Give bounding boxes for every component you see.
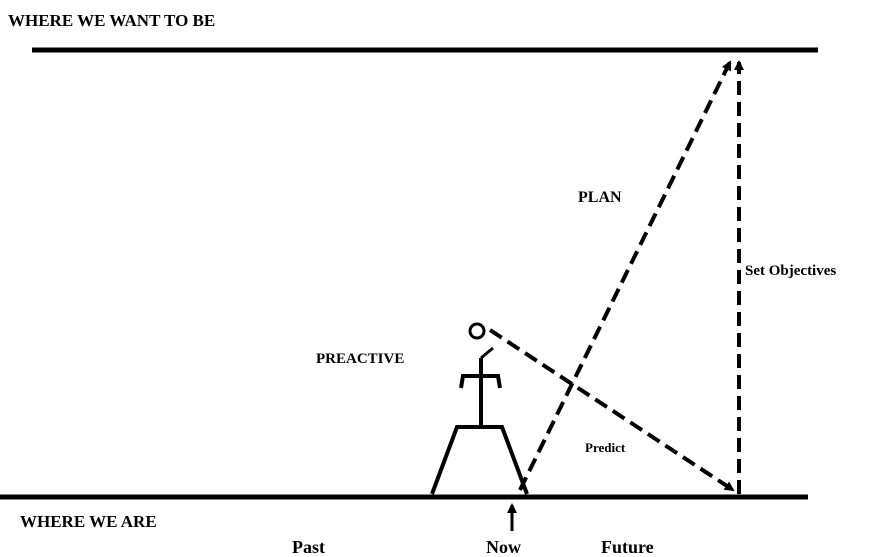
predict-arrow: [488, 328, 735, 492]
objectives-label: Set Objectives: [745, 263, 836, 279]
timeline-past: Past: [292, 537, 325, 557]
timeline-now: Now: [486, 537, 521, 557]
plan-label: PLAN: [578, 189, 622, 206]
plan-arrow: [518, 60, 732, 491]
predict-label: Predict: [585, 440, 626, 455]
bottom-label: WHERE WE ARE: [20, 512, 157, 531]
observer-figure: [430, 322, 529, 495]
observer-eye: [468, 322, 486, 340]
preactive-label: PREACTIVE: [316, 351, 404, 367]
stand-neck: [480, 346, 494, 360]
top-label: WHERE WE WANT TO BE: [8, 11, 215, 30]
stand-arms: [459, 374, 502, 389]
stand-base: [430, 425, 529, 495]
timeline-future: Future: [601, 537, 654, 557]
